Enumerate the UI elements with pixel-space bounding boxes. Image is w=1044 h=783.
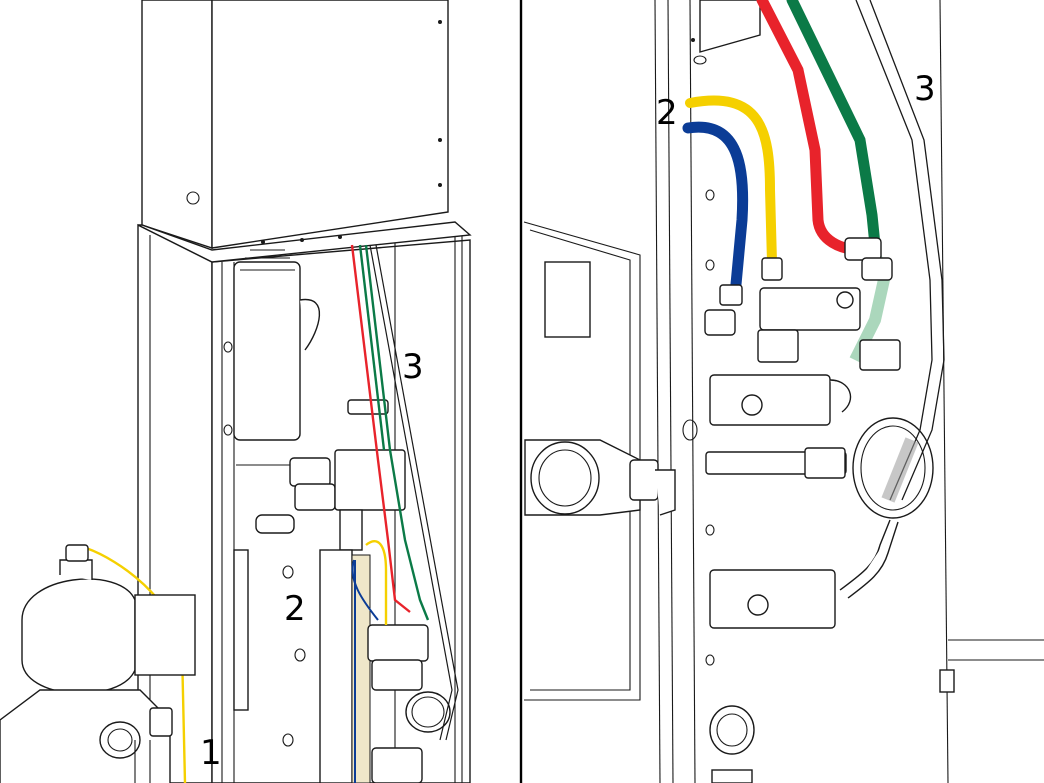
right-frame: [523, 0, 1044, 783]
callout-left-3: 3: [402, 347, 424, 387]
callout-right-2: 2: [656, 93, 678, 133]
callout-right-3: 3: [914, 69, 936, 109]
electrical-box: [137, 0, 472, 263]
filter-canister: [233, 249, 321, 441]
accumulator-tank: [0, 544, 196, 783]
right-panel: 2 3: [523, 0, 1044, 783]
valve-rail: [319, 549, 451, 783]
inner-fittings: [223, 341, 406, 747]
left-panel: 1 2 3: [0, 0, 472, 783]
callout-left-1: 1: [200, 733, 222, 773]
callout-left-2: 2: [284, 589, 306, 629]
pressure-regulator: [524, 439, 676, 516]
right-tubing: [682, 0, 945, 503]
